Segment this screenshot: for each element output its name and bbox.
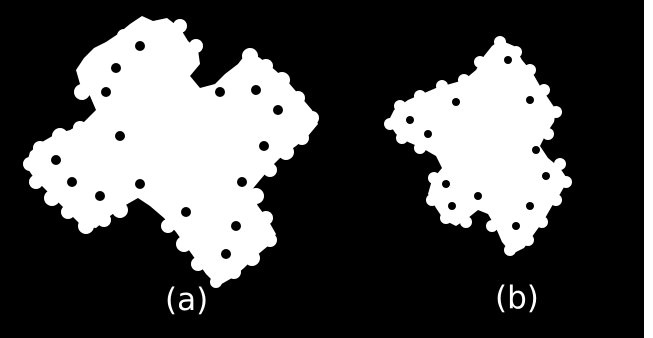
fractal-cross-large-icon [20,6,320,286]
panel-b: (b) [320,0,644,338]
fractal-cross-small-icon [380,30,590,255]
panel-a: (a) [0,0,320,338]
panel-a-caption: (a) [165,285,208,316]
panel-b-caption: (b) [495,283,539,314]
